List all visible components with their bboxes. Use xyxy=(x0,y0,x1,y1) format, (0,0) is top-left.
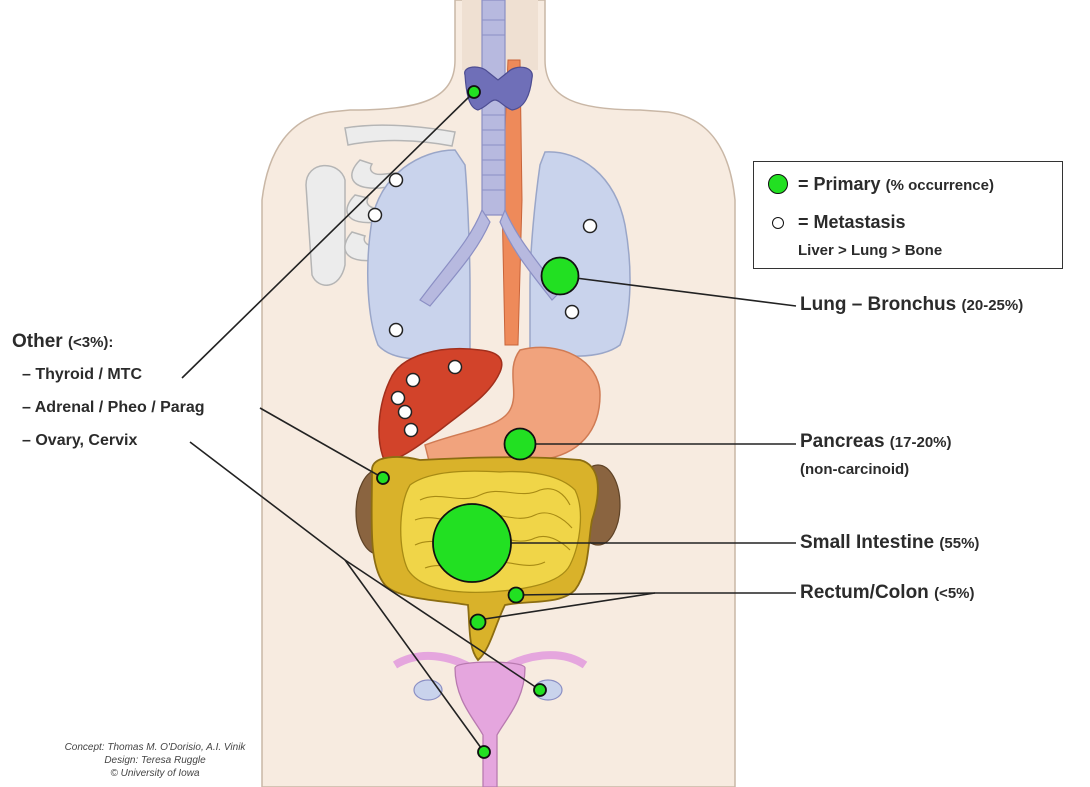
metastasis-dot-lung xyxy=(566,306,579,319)
label-lung: Lung – Bronchus (20-25%) xyxy=(800,294,1023,316)
legend-metastasis-order: Liver > Lung > Bone xyxy=(798,242,942,259)
label-lung-pct: (20-25%) xyxy=(962,297,1024,314)
legend-metastasis-label: = Metastasis xyxy=(798,212,906,233)
label-small-intestine-name: Small Intestine xyxy=(800,532,934,553)
primary-dot-colon xyxy=(509,588,524,603)
label-pancreas-pct: (17-20%) xyxy=(890,434,952,451)
metastasis-dot-lung xyxy=(584,220,597,233)
right-ovary xyxy=(414,680,442,700)
primary-dot-cervix xyxy=(478,746,490,758)
legend-primary: = Primary (% occurrence) xyxy=(798,174,994,195)
label-rectum-name: Rectum/Colon xyxy=(800,582,929,603)
primary-dot-rectum xyxy=(471,615,486,630)
metastasis-dot-liver xyxy=(399,406,412,419)
metastasis-dot-bone xyxy=(390,174,403,187)
legend-box: = Primary (% occurrence) = Metastasis Li… xyxy=(753,161,1063,269)
label-rectum: Rectum/Colon (<5%) xyxy=(800,582,975,604)
other-pct: (<3%): xyxy=(68,334,113,351)
label-small-intestine-pct: (55%) xyxy=(939,535,979,552)
metastasis-dot-lung xyxy=(390,324,403,337)
primary-legend-icon xyxy=(768,174,788,194)
other-item-ovary: – Ovary, Cervix xyxy=(22,432,137,450)
label-pancreas-name: Pancreas xyxy=(800,431,885,452)
other-item-adrenal: – Adrenal / Pheo / Parag xyxy=(22,399,205,417)
metastasis-dot-bone xyxy=(369,209,382,222)
label-pancreas-note: (non-carcinoid) xyxy=(800,461,909,478)
metastasis-dot-liver xyxy=(392,392,405,405)
metastasis-legend-icon xyxy=(772,217,784,229)
credits-copyright: © University of Iowa xyxy=(30,767,280,780)
metastasis-dot-liver xyxy=(407,374,420,387)
primary-dot-small-intestine xyxy=(433,504,511,582)
humerus-bone xyxy=(306,166,345,286)
legend-primary-note: (% occurrence) xyxy=(886,177,994,194)
label-lung-name: Lung – Bronchus xyxy=(800,294,956,315)
metastasis-dot-liver xyxy=(449,361,462,374)
label-small-intestine: Small Intestine (55%) xyxy=(800,532,979,554)
credits-design: Design: Teresa Ruggle xyxy=(30,754,280,767)
label-rectum-pct: (<5%) xyxy=(934,585,974,602)
other-item-thyroid: – Thyroid / MTC xyxy=(22,366,142,384)
primary-dot-thyroid xyxy=(468,86,480,98)
metastasis-dot-liver xyxy=(405,424,418,437)
primary-dot-ovary xyxy=(534,684,546,696)
legend-primary-label: = Primary xyxy=(798,174,881,194)
other-title: Other xyxy=(12,331,63,352)
label-pancreas: Pancreas (17-20%) xyxy=(800,431,952,453)
primary-dot-lung xyxy=(542,258,579,295)
credits-concept: Concept: Thomas M. O'Dorisio, A.I. Vinik xyxy=(30,741,280,754)
other-heading: Other (<3%): xyxy=(12,331,113,353)
primary-dot-pancreas xyxy=(505,429,536,460)
primary-dot-adrenal xyxy=(377,472,389,484)
credits: Concept: Thomas M. O'Dorisio, A.I. Vinik… xyxy=(30,741,280,780)
